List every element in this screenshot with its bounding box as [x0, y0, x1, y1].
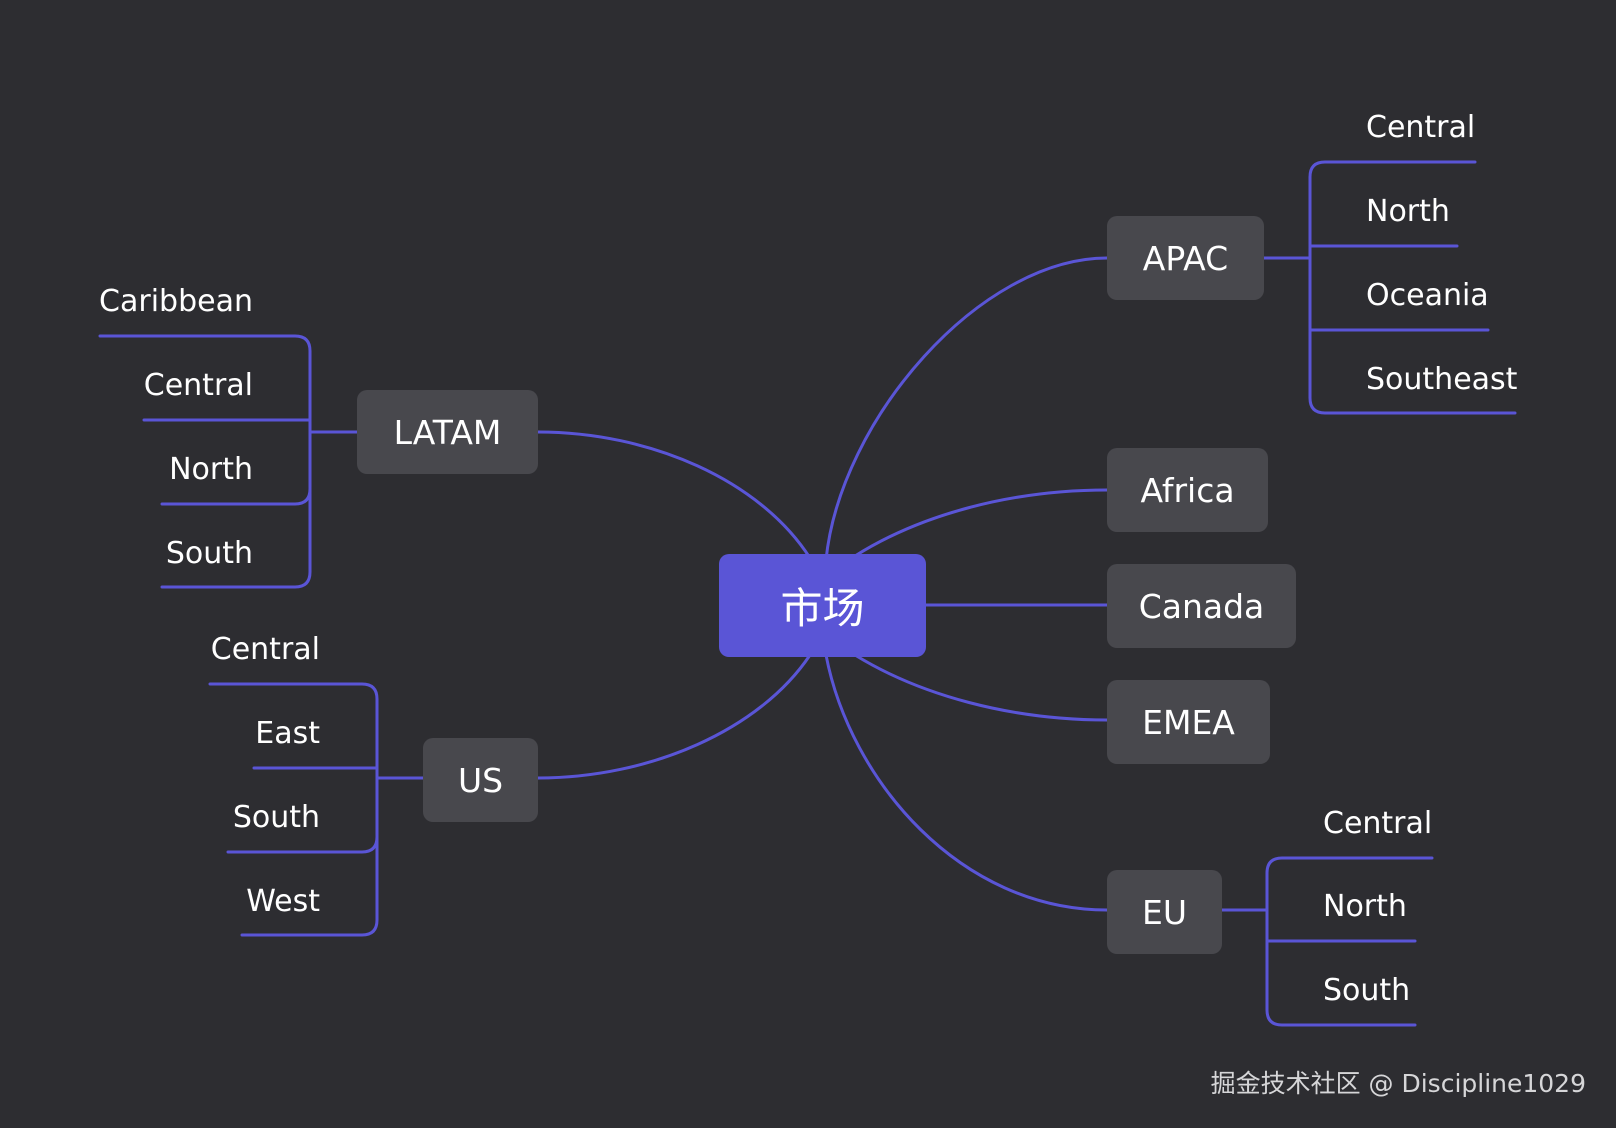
node-eu-label: EU	[1141, 892, 1187, 932]
connector-root-apac	[824, 256, 1109, 562]
leaf-latam-north[interactable]: North	[169, 452, 253, 487]
leaf-us-central[interactable]: Central	[210, 632, 320, 667]
node-africa[interactable]: Africa	[1107, 448, 1268, 532]
node-latam[interactable]: LATAM	[357, 390, 538, 474]
leaf-latam-central[interactable]: Central	[143, 368, 253, 403]
leaf-us-south[interactable]: South	[232, 800, 320, 835]
node-apac[interactable]: APAC	[1107, 216, 1264, 300]
root-node[interactable]: 市场	[719, 554, 926, 657]
underline-us-south	[226, 835, 379, 854]
connector-root-emea	[853, 653, 1109, 722]
bracket-apac	[1308, 160, 1517, 415]
node-apac-label: APAC	[1142, 238, 1229, 278]
leaf-apac-oceania[interactable]: Oceania	[1366, 278, 1489, 313]
connector-root-eu	[824, 653, 1109, 912]
node-latam-label: LATAM	[393, 412, 502, 452]
underline-latam-north	[160, 487, 312, 506]
leaf-apac-central[interactable]: Central	[1366, 110, 1476, 145]
leaf-us-west[interactable]: West	[246, 884, 320, 919]
leaf-apac-north[interactable]: North	[1366, 194, 1450, 229]
bracket-latam	[98, 334, 312, 589]
connector-root-us	[536, 653, 812, 780]
node-eu[interactable]: EU	[1107, 870, 1222, 954]
node-us[interactable]: US	[423, 738, 538, 822]
leaf-latam-caribbean[interactable]: Caribbean	[99, 284, 253, 319]
node-canada-label: Canada	[1138, 586, 1265, 626]
leaf-eu-south[interactable]: South	[1323, 973, 1411, 1008]
node-africa-label: Africa	[1140, 470, 1235, 510]
node-emea-label: EMEA	[1142, 702, 1235, 742]
leaf-eu-north[interactable]: North	[1323, 889, 1407, 924]
node-emea[interactable]: EMEA	[1107, 680, 1270, 764]
leaf-us-east[interactable]: East	[255, 716, 320, 751]
leaf-latam-south[interactable]: South	[165, 536, 253, 571]
connector-root-africa	[853, 488, 1109, 558]
leaf-apac-southeast[interactable]: Southeast	[1366, 362, 1518, 397]
connector-root-latam	[536, 430, 812, 560]
watermark-text: 掘金技术社区 @ Discipline1029	[1210, 1069, 1586, 1098]
node-canada[interactable]: Canada	[1107, 564, 1296, 648]
bracket-us	[208, 682, 379, 937]
leaf-eu-central[interactable]: Central	[1323, 806, 1433, 841]
root-label: 市场	[780, 584, 865, 633]
node-us-label: US	[457, 760, 504, 800]
